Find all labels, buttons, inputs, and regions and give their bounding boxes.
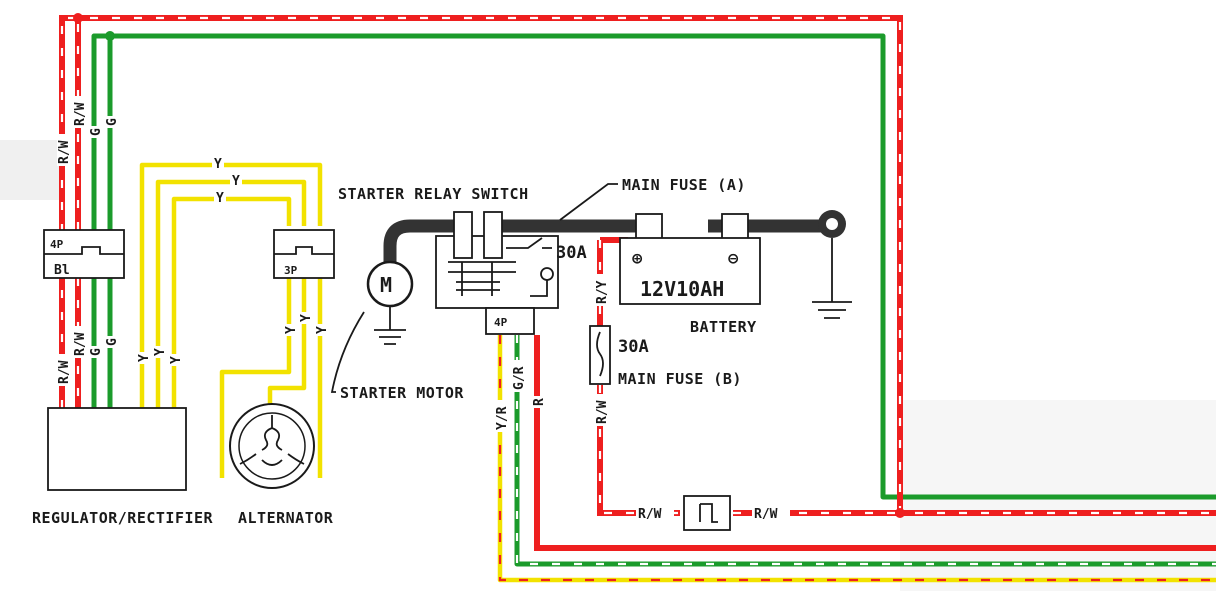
junction-dots [73, 13, 905, 518]
starter-motor-leader [330, 311, 365, 393]
wire-label-g: G [105, 118, 120, 126]
alternator-symbol [229, 403, 315, 489]
connector-label-4p: 4P [50, 238, 64, 251]
wire-label-g: G [89, 128, 104, 136]
wire-label-rw: R/W [73, 332, 88, 356]
inline-connector [683, 495, 731, 531]
wire-label-rw: R/W [57, 140, 72, 164]
main-fuse-b [589, 325, 611, 385]
junction-dot [105, 31, 115, 41]
wire-label-r: R [532, 398, 547, 406]
connector-label-bl: Bl [54, 263, 70, 278]
relay-fuse-rating: 30A [556, 243, 587, 263]
wire-label-ry: R/Y [595, 280, 610, 304]
wire-label-y: Y [214, 157, 222, 172]
wire-label-y: Y [284, 326, 299, 334]
background-patch [0, 140, 60, 200]
junction-dot [895, 508, 905, 518]
starter-motor-symbol: M [366, 260, 414, 345]
alternator-label: ALTERNATOR [238, 509, 334, 527]
alternator-connector: 3P [273, 229, 335, 279]
wire-label-rw: R/W [57, 360, 72, 384]
battery-plus-terminal: ⊕ [632, 249, 643, 269]
regulator-rectifier-label: REGULATOR/RECTIFIER [32, 509, 214, 527]
main-fuse-b-label: MAIN FUSE (B) [618, 370, 742, 388]
battery-rating: 12V10AH [640, 277, 724, 301]
main-fuse-a-label: MAIN FUSE (A) [622, 176, 746, 194]
wire-label-y: Y [299, 314, 314, 322]
regulator-rectifier-box [47, 407, 187, 491]
wire-label-rw: R/W [595, 400, 610, 424]
battery-minus-terminal: ⊖ [728, 249, 739, 269]
relay-connector-label: 4P [494, 316, 508, 329]
battery-label: BATTERY [690, 318, 757, 336]
wire-label-yr: Y/R [495, 406, 510, 430]
wire-label-y: Y [216, 191, 224, 206]
wire-label-y: Y [153, 348, 168, 356]
junction-dot [73, 13, 83, 23]
starter-relay-switch-label: STARTER RELAY SWITCH [338, 185, 529, 203]
wire-label-g: G [89, 348, 104, 356]
wire-label-y: Y [137, 354, 152, 362]
starter-relay-switch: 4P [435, 211, 559, 335]
starter-motor-label: STARTER MOTOR [340, 384, 464, 402]
wire-label-rw: R/W [638, 507, 662, 522]
regulator-connector: 4P Bl [43, 229, 125, 279]
main-fuse-b-rating: 30A [618, 337, 649, 357]
connector-label-3p: 3P [284, 264, 298, 277]
wire-label-g: G [105, 338, 120, 346]
motor-symbol-letter: M [380, 273, 392, 297]
wire-labels: R/W R/W G G R/W R/W G G Y Y Y Y Y Y Y Y … [57, 96, 790, 522]
wire-label-y: Y [315, 326, 330, 334]
wire-label-rw: R/W [73, 102, 88, 126]
wire-label-rw: R/W [754, 507, 778, 522]
wire-label-y: Y [169, 356, 184, 364]
main-fuse-a-leader [559, 183, 618, 221]
battery-symbol: ⊕ ⊖ 12V10AH [619, 213, 761, 305]
wire-label-gr: G/R [512, 366, 527, 390]
wire-label-y: Y [232, 174, 240, 189]
